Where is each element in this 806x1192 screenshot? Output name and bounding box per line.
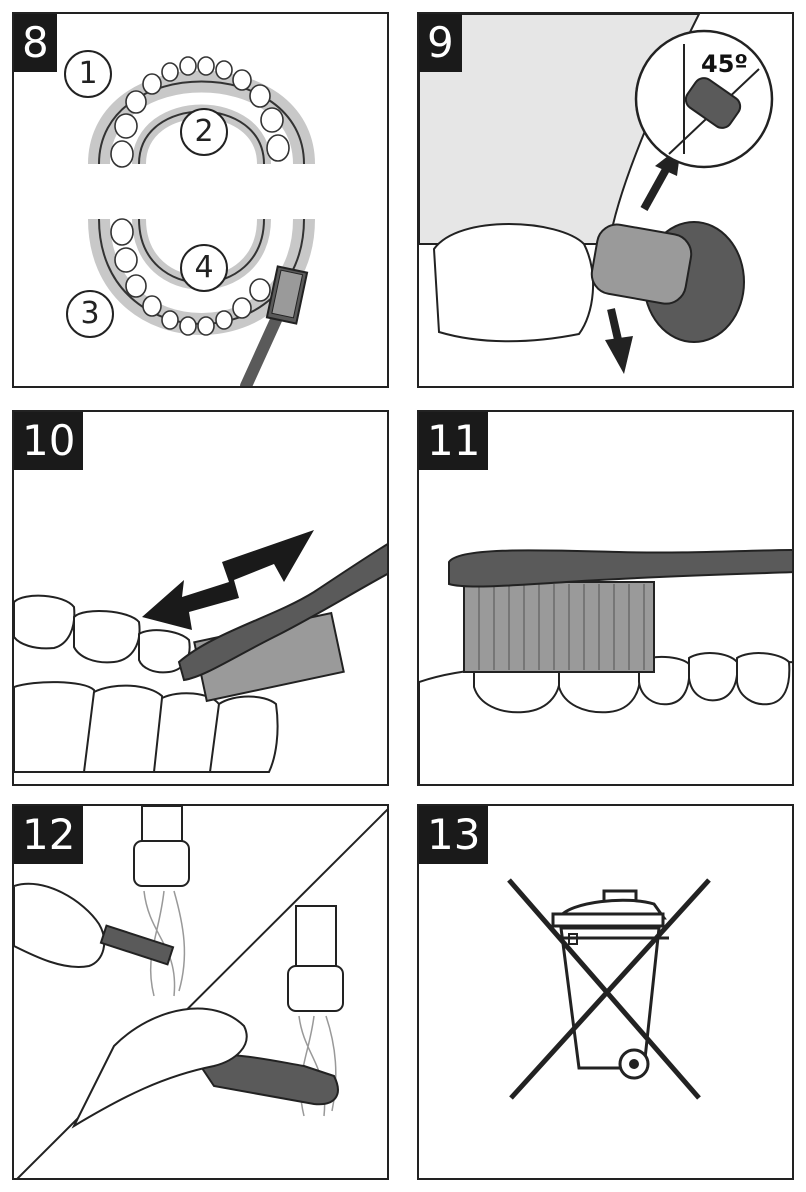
step-11-panel: 11 [417,410,794,786]
rinse-under-tap-icon [14,806,387,1178]
brush-sweep-arrows-icon [14,530,387,773]
step-number: 12 [14,806,84,864]
crossed-out-wheelie-bin-icon [507,878,711,1100]
step-8-panel: 8 1 2 3 4 [12,12,389,388]
molar-brushing-icon [419,549,792,784]
step-number: 13 [419,806,489,864]
zone-1-label: 1 [64,50,112,98]
tooth-brushing-45deg-icon [419,14,774,374]
step-number: 9 [419,14,462,72]
step-13-panel: 13 [417,804,794,1180]
step-number: 11 [419,412,489,470]
step-number: 10 [14,412,84,470]
jaw-diagram-icon [88,56,315,386]
step-number: 8 [14,14,57,72]
step-12-panel: 12 [12,804,389,1180]
step-9-panel: 9 45º [417,12,794,388]
step-10-panel: 10 [12,410,389,786]
angle-label: 45º [701,50,748,78]
zone-4-label: 4 [180,244,228,292]
zone-3-label: 3 [66,290,114,338]
zone-2-label: 2 [180,108,228,156]
